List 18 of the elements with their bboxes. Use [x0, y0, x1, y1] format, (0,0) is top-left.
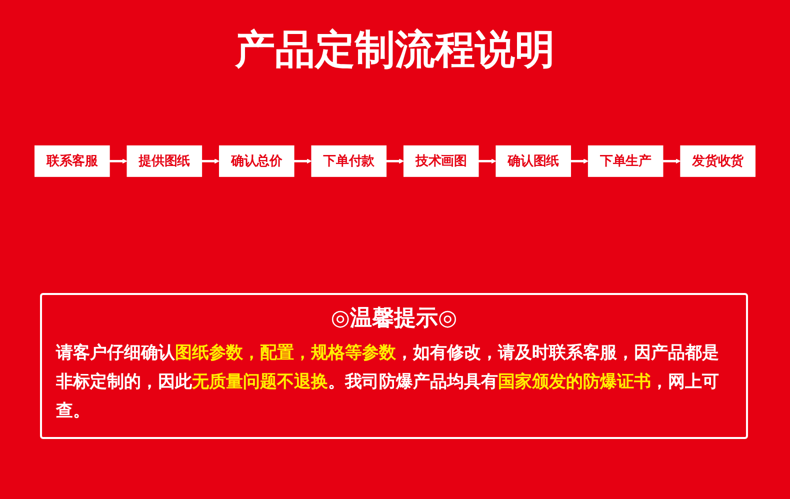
node-box: 发货收货 — [680, 145, 756, 177]
node-box: 技术画图 — [403, 145, 479, 177]
arrow — [110, 158, 128, 164]
arrow — [294, 158, 312, 164]
arrow — [202, 158, 220, 164]
arrow — [386, 158, 404, 164]
node-box: 联系客服 — [34, 145, 110, 177]
node-box: 下单付款 — [311, 145, 387, 177]
node-box: 提供图纸 — [126, 145, 202, 177]
notice-text: 请客户仔细确认图纸参数，配置，规格等参数，如有修改，请及时联系客服，因产品都是非标定制的，因此无质量问题不退换。我司防爆产品均具有国家颁发的防爆证书，网上可查。 — [56, 342, 720, 423]
notice-heading: ◎温馨提示◎ — [330, 305, 458, 333]
arrow — [570, 158, 588, 164]
node-box: 下单生产 — [588, 145, 664, 177]
node-box: 确认图纸 — [496, 145, 572, 177]
arrow — [662, 158, 681, 164]
node-box: 确认总价 — [218, 145, 294, 177]
arrow — [478, 158, 496, 164]
title: 产品定制流程说明 — [234, 26, 556, 75]
